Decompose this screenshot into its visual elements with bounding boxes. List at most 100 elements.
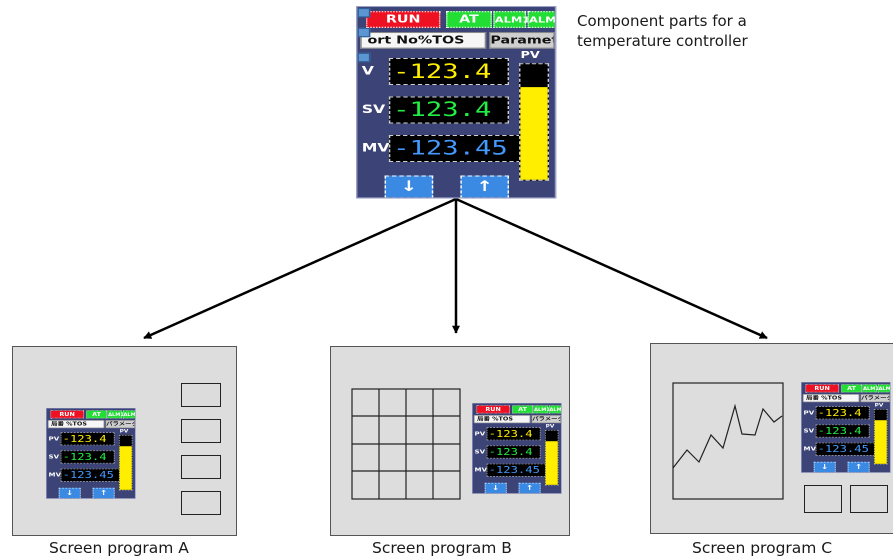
run-status-badge: RUN bbox=[476, 405, 510, 414]
decrease-button[interactable]: ↓ bbox=[384, 175, 434, 198]
tab-port-number[interactable]: ort No%TOS bbox=[360, 32, 487, 49]
component-corner-icon bbox=[357, 8, 371, 18]
alm2-status-badge: ALM2 bbox=[122, 410, 136, 419]
at-status-badge: AT bbox=[446, 11, 492, 28]
pv-bar-fill bbox=[520, 87, 548, 180]
tab-port-number[interactable]: 局番 %TOS bbox=[802, 394, 860, 403]
sv-label: SV bbox=[361, 102, 386, 117]
pv-bar-fill bbox=[119, 446, 132, 490]
increase-button[interactable]: ↑ bbox=[518, 482, 541, 494]
screen-a-caption: Screen program A bbox=[49, 539, 189, 557]
component-caption: Component parts for a temperature contro… bbox=[577, 11, 748, 51]
decrease-button[interactable]: ↓ bbox=[484, 482, 507, 494]
at-status-badge: AT bbox=[841, 384, 862, 393]
pv-bar-fill bbox=[545, 441, 558, 485]
screen-c-button-1[interactable] bbox=[804, 485, 842, 513]
pv-value-display: -123.4 bbox=[486, 427, 541, 441]
screen-b-caption: Screen program B bbox=[372, 539, 512, 557]
screen-a-button-2[interactable] bbox=[181, 419, 221, 443]
component-corner-icon bbox=[357, 52, 371, 63]
run-status-badge: RUN bbox=[805, 384, 839, 393]
sv-label: SV bbox=[474, 448, 486, 455]
tab-parameters[interactable]: Parameters bbox=[488, 32, 555, 49]
screen-c-caption: Screen program C bbox=[692, 539, 833, 557]
increase-button[interactable]: ↑ bbox=[460, 175, 510, 198]
pv-bar-gauge bbox=[118, 434, 133, 491]
sv-value-display: -123.4 bbox=[60, 450, 115, 464]
alm1-status-badge: ALM1 bbox=[107, 410, 124, 419]
mv-label: MV bbox=[48, 471, 62, 479]
screen-c-controller: RUNATALM1ALM2局番 %TOSパラメータPVSVMV-123.4-12… bbox=[801, 382, 891, 473]
run-status-badge: RUN bbox=[50, 410, 84, 419]
mv-label: MV bbox=[361, 141, 390, 155]
up-arrow-icon: ↑ bbox=[854, 463, 863, 472]
sv-value-display: -123.4 bbox=[388, 96, 510, 124]
mv-bar-gauge bbox=[561, 430, 562, 485]
mv-bar-gauge bbox=[555, 63, 556, 181]
mv-value-display: -123.45 bbox=[60, 468, 133, 482]
down-arrow-icon: ↓ bbox=[65, 489, 74, 498]
decrease-button[interactable]: ↓ bbox=[813, 461, 836, 473]
mv-bar-gauge bbox=[134, 434, 135, 491]
mv-bar-label: MV bbox=[135, 429, 136, 434]
increase-button[interactable]: ↑ bbox=[92, 487, 115, 499]
at-status-badge: AT bbox=[512, 405, 533, 414]
pv-bar-fill bbox=[874, 420, 887, 464]
mv-bar-label: MV bbox=[561, 424, 562, 429]
at-status-badge: AT bbox=[86, 410, 107, 419]
up-arrow-icon: ↑ bbox=[476, 178, 494, 196]
tab-parameters[interactable]: パラメータ bbox=[531, 415, 561, 424]
sv-value-display: -123.4 bbox=[486, 445, 541, 459]
alm1-status-badge: ALM1 bbox=[862, 384, 879, 393]
down-arrow-icon: ↓ bbox=[491, 484, 500, 493]
arrow-to-screen-c bbox=[455, 197, 768, 340]
run-status-badge: RUN bbox=[366, 11, 441, 28]
pv-label: PV bbox=[474, 430, 486, 437]
screen-a-button-3[interactable] bbox=[181, 455, 221, 479]
pv-value-display: -123.4 bbox=[60, 432, 115, 446]
sv-label: SV bbox=[48, 453, 60, 460]
component-corner-icon bbox=[357, 27, 371, 38]
decrease-button[interactable]: ↓ bbox=[58, 487, 81, 499]
increase-button[interactable]: ↑ bbox=[847, 461, 870, 473]
pv-bar-label: PV bbox=[545, 424, 555, 429]
temperature-controller-component: RUNATALM1ALM2ort No%TOSParametersVSVMV-1… bbox=[356, 6, 557, 199]
pv-bar-label: PV bbox=[874, 403, 884, 408]
tab-port-number[interactable]: 局番 %TOS bbox=[473, 415, 531, 424]
pv-value-display: -123.4 bbox=[388, 58, 510, 86]
screen-c-button-2[interactable] bbox=[850, 485, 888, 513]
sv-label: SV bbox=[803, 427, 815, 434]
screen-a-button-1[interactable] bbox=[181, 383, 221, 407]
pv-label: V bbox=[361, 64, 374, 78]
mv-bar-label: MV bbox=[555, 51, 556, 61]
screen-b-controller: RUNATALM1ALM2局番 %TOSパラメータPVSVMV-123.4-12… bbox=[472, 403, 562, 494]
mv-label: MV bbox=[474, 466, 488, 474]
tab-parameters[interactable]: パラメータ bbox=[105, 420, 135, 429]
tab-parameters[interactable]: パラメータ bbox=[860, 394, 890, 403]
pv-bar-gauge bbox=[519, 63, 550, 181]
up-arrow-icon: ↑ bbox=[525, 484, 534, 493]
alm2-status-badge: ALM2 bbox=[877, 384, 891, 393]
tab-port-number[interactable]: 局番 %TOS bbox=[47, 420, 105, 429]
component-caption-line2: temperature controller bbox=[577, 32, 748, 50]
pv-value-display: -123.4 bbox=[815, 406, 870, 420]
pv-bar-label: PV bbox=[119, 429, 129, 434]
grid-table-icon bbox=[351, 388, 461, 500]
component-caption-line1: Component parts for a bbox=[577, 12, 747, 30]
pv-bar-label: PV bbox=[520, 50, 540, 62]
down-arrow-icon: ↓ bbox=[400, 178, 418, 196]
sv-value-display: -123.4 bbox=[815, 424, 870, 438]
up-arrow-icon: ↑ bbox=[99, 489, 108, 498]
screen-program-a bbox=[12, 346, 237, 536]
mv-bar-gauge bbox=[890, 409, 891, 464]
alm1-status-badge: ALM1 bbox=[493, 11, 530, 28]
pv-bar-gauge bbox=[544, 429, 559, 486]
pv-label: PV bbox=[803, 409, 815, 416]
mv-value-display: -123.45 bbox=[486, 463, 559, 477]
alm1-status-badge: ALM1 bbox=[533, 405, 550, 414]
screen-a-button-4[interactable] bbox=[181, 491, 221, 515]
mv-label: MV bbox=[803, 445, 817, 453]
arrow-to-screen-a bbox=[143, 197, 457, 340]
